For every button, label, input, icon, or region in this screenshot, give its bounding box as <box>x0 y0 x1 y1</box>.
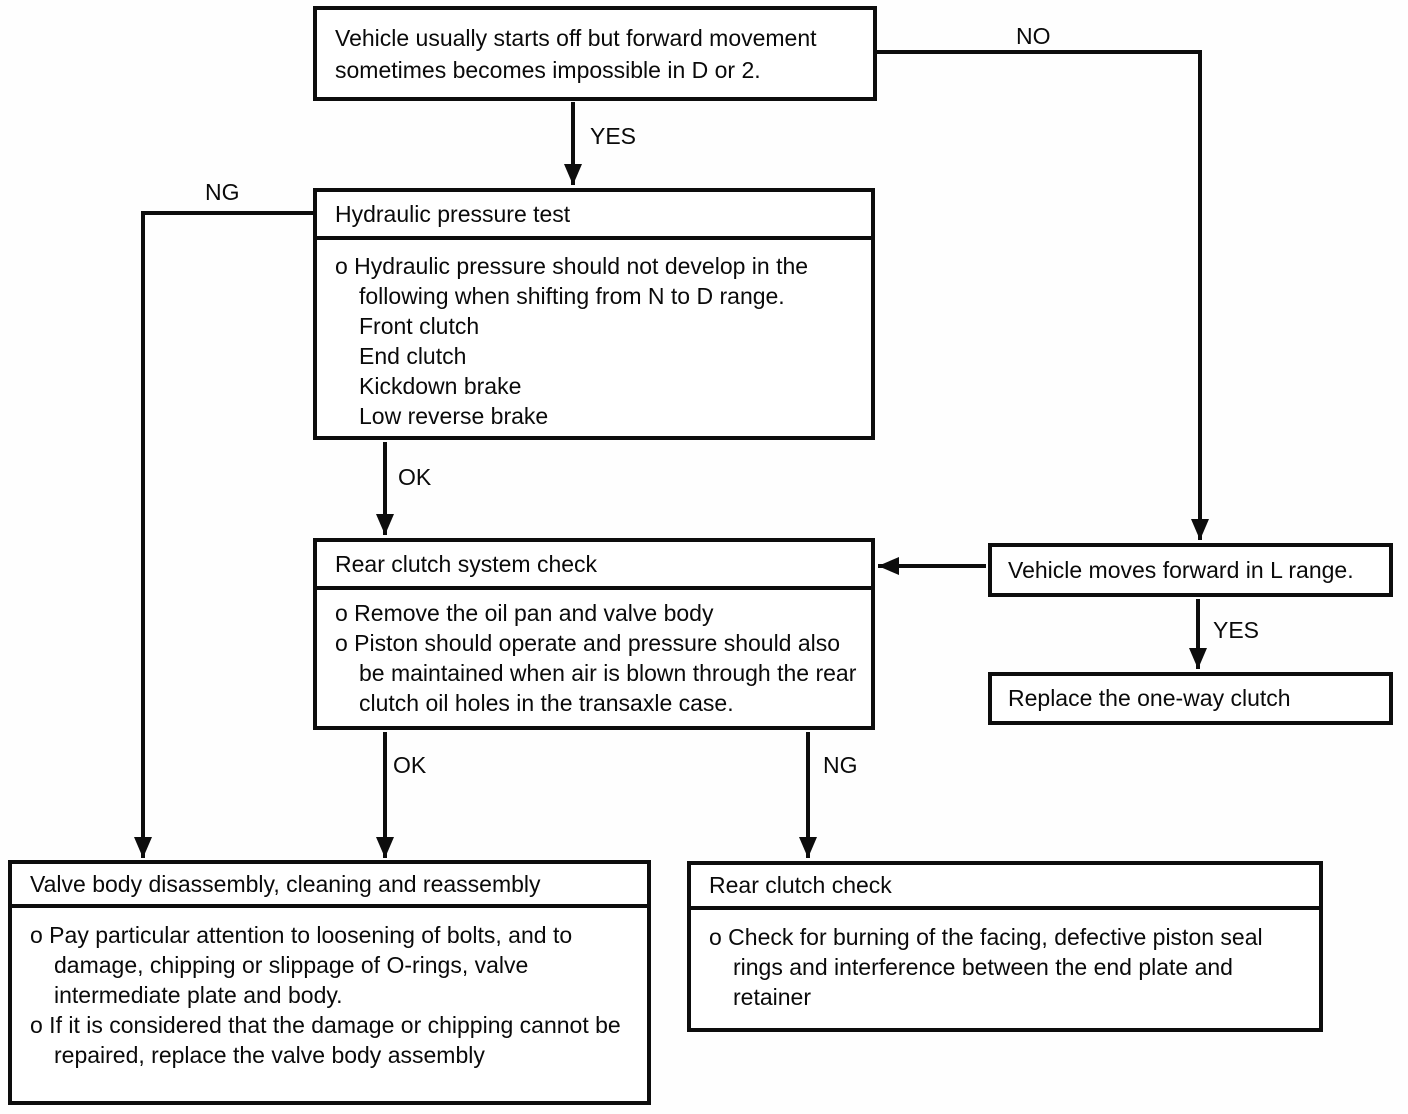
node-text: Vehicle moves forward in L range. <box>1008 556 1354 583</box>
bullet-text: o Piston should operate and pressure sho… <box>335 630 857 716</box>
list-item: Low reverse brake <box>359 403 549 429</box>
bullet-text: o Remove the oil pan and valve body <box>335 600 714 626</box>
edge-label-ok: OK <box>398 464 432 490</box>
node-title: Rear clutch check <box>691 865 1319 910</box>
list-item: Kickdown brake <box>359 373 522 399</box>
list-item: Front clutch <box>359 313 480 339</box>
edge-label-ok: OK <box>393 752 427 778</box>
bullet-text: o If it is considered that the damage or… <box>30 1012 621 1068</box>
node-text: Replace the one-way clutch <box>1008 685 1291 711</box>
node-body: o Pay particular attention to loosening … <box>12 908 647 1070</box>
edge-label-yes: YES <box>590 123 637 149</box>
list-item: End clutch <box>359 343 467 369</box>
bullet-text: o Pay particular attention to loosening … <box>30 922 573 1008</box>
node-l-range-test: Vehicle moves forward in L range. <box>988 543 1393 597</box>
node-valve-body-disassembly: Valve body disassembly, cleaning and rea… <box>8 860 651 1105</box>
node-rear-clutch-system-check: Rear clutch system check o Remove the oi… <box>313 538 875 730</box>
node-body: o Hydraulic pressure should not develop … <box>317 240 871 431</box>
node-hydraulic-pressure-test: Hydraulic pressure test o Hydraulic pres… <box>313 188 875 440</box>
node-replace-one-way-clutch: Replace the one-way clutch <box>988 672 1393 725</box>
node-text: Vehicle usually starts off but forward m… <box>335 25 817 83</box>
bullet-text: o Hydraulic pressure should not develop … <box>335 253 809 309</box>
arrow-ng-hydraulic <box>134 211 313 858</box>
node-rear-clutch-check: Rear clutch check o Check for burning of… <box>687 861 1323 1032</box>
edge-label-no: NO <box>1016 23 1051 49</box>
edge-label-ng: NG <box>823 752 858 778</box>
node-start-symptom: Vehicle usually starts off but forward m… <box>313 6 877 101</box>
node-title: Valve body disassembly, cleaning and rea… <box>12 864 647 908</box>
bullet-text: o Check for burning of the facing, defec… <box>709 924 1263 1010</box>
node-body: o Check for burning of the facing, defec… <box>691 910 1319 1012</box>
arrow-no-start <box>877 50 1209 540</box>
edge-label-yes: YES <box>1213 617 1260 643</box>
edge-label-ng: NG <box>205 179 240 205</box>
node-body: o Remove the oil pan and valve body o Pi… <box>317 590 871 718</box>
node-title: Rear clutch system check <box>317 542 871 590</box>
node-title: Hydraulic pressure test <box>317 192 871 240</box>
